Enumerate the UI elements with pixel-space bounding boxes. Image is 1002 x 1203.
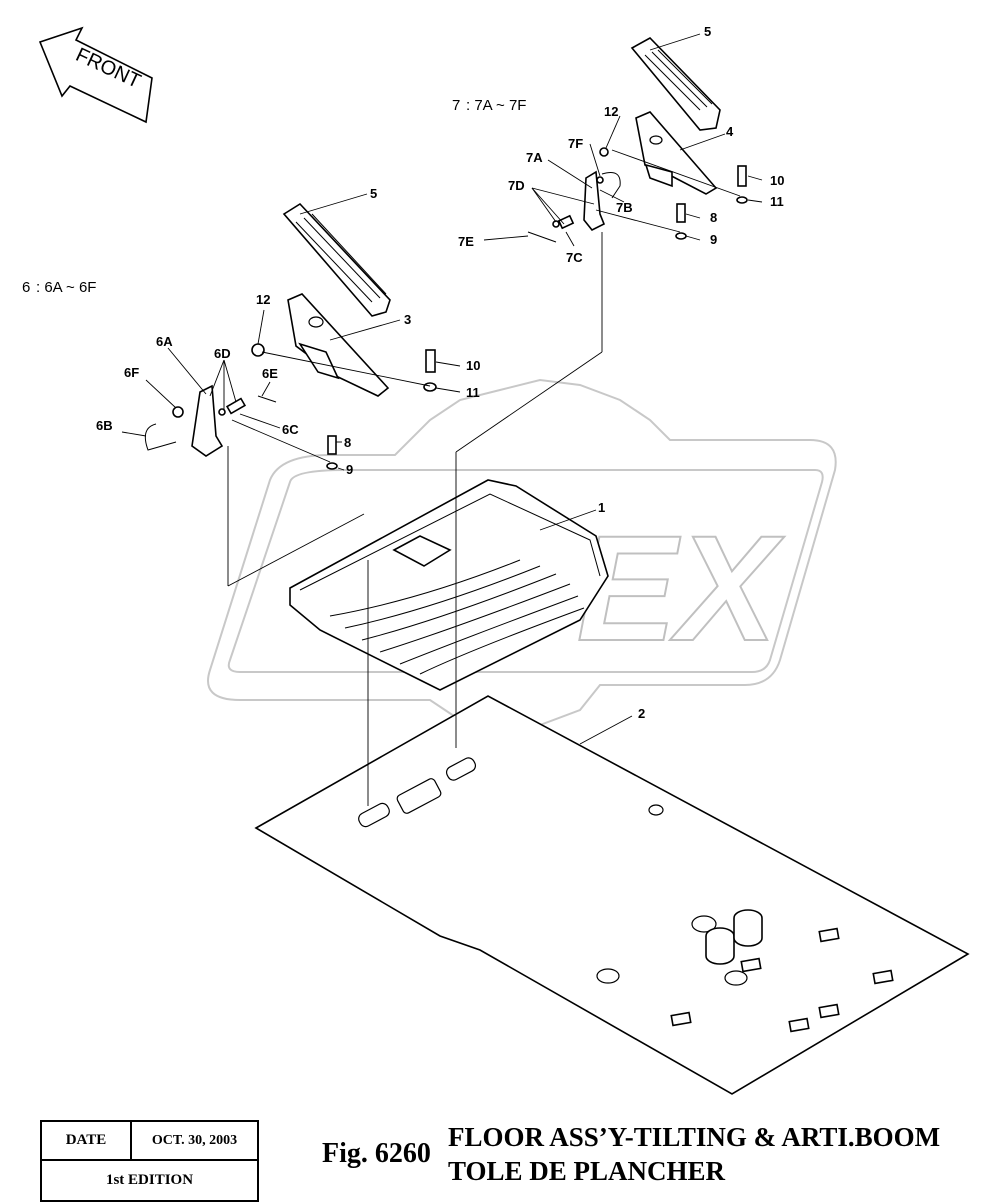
- date-value: OCT. 30, 2003: [151, 1132, 238, 1148]
- callout-11-left: 11: [466, 385, 480, 400]
- callout-9-left: 9: [346, 462, 353, 477]
- group-note-6-range: : 6A ~ 6F: [36, 279, 96, 296]
- callout-5-right: 5: [704, 24, 711, 39]
- callout-1: 1: [598, 500, 605, 515]
- callout-7d: 7D: [508, 178, 525, 193]
- callout-9-right: 9: [710, 232, 717, 247]
- callout-7c: 7C: [566, 250, 583, 265]
- floor-mat: [289, 479, 609, 691]
- callout-7b: 7B: [616, 200, 633, 215]
- callout-6d: 6D: [214, 346, 231, 361]
- bolt-washer-right-10-11: [736, 165, 748, 204]
- callout-6e: 6E: [262, 366, 278, 381]
- callout-labels: 5 12 4 7F 7A 10 7D 11 7B 8 9 7E 7C 5 12 …: [96, 24, 784, 721]
- date-label: DATE: [42, 1122, 132, 1159]
- bolt-washer-right-8-9: [675, 203, 687, 240]
- callout-6a: 6A: [156, 334, 173, 349]
- floor-plate: [254, 695, 970, 1095]
- figure-number: Fig. 6260: [322, 1138, 431, 1169]
- pedal-bracket-right: [635, 111, 718, 195]
- callout-4: 4: [726, 124, 734, 139]
- callout-7a: 7A: [526, 150, 543, 165]
- hardware-group-6: [144, 343, 277, 457]
- leader-lines: [121, 33, 763, 745]
- callout-6c: 6C: [282, 422, 299, 437]
- callout-11-right: 11: [770, 194, 784, 209]
- figure-title-line2: TOLE DE PLANCHER: [448, 1156, 726, 1186]
- group-note-7-range: : 7A ~ 7F: [466, 97, 526, 114]
- edition-label: 1st EDITION: [105, 1172, 194, 1188]
- pedal-bracket-left: [287, 293, 390, 397]
- title-block-date-row: DATE OCT. 30, 2003: [42, 1122, 257, 1161]
- callout-5-left: 5: [370, 186, 377, 201]
- callout-6f: 6F: [124, 365, 139, 380]
- title-block: DATE OCT. 30, 2003 1st EDITION: [40, 1120, 259, 1202]
- front-direction-arrow: FRONT: [38, 26, 153, 124]
- callout-2: 2: [638, 706, 645, 721]
- figure-title-line1: FLOOR ASS’Y-TILTING & ARTI.BOOM: [448, 1122, 941, 1152]
- pedal-pad-right: [630, 37, 721, 131]
- callout-8-left: 8: [344, 435, 351, 450]
- callout-7e: 7E: [458, 234, 474, 249]
- group-note-7-num: 7: [452, 97, 460, 114]
- figure-title: FLOOR ASS’Y-TILTING & ARTI.BOOM TOLE DE …: [448, 1120, 940, 1188]
- callout-12-left: 12: [256, 292, 270, 307]
- callout-12-right: 12: [604, 104, 618, 119]
- callout-10-left: 10: [466, 358, 480, 373]
- callout-8-right: 8: [710, 210, 717, 225]
- assembly-lines: [227, 149, 741, 806]
- pedal-pad-left: [282, 202, 391, 317]
- bolt-washer-left-8-9: [326, 435, 338, 470]
- callout-10-right: 10: [770, 173, 784, 188]
- callout-7f: 7F: [568, 136, 583, 151]
- callout-6b: 6B: [96, 418, 113, 433]
- group-note-6-num: 6: [22, 279, 30, 296]
- callout-3: 3: [404, 312, 411, 327]
